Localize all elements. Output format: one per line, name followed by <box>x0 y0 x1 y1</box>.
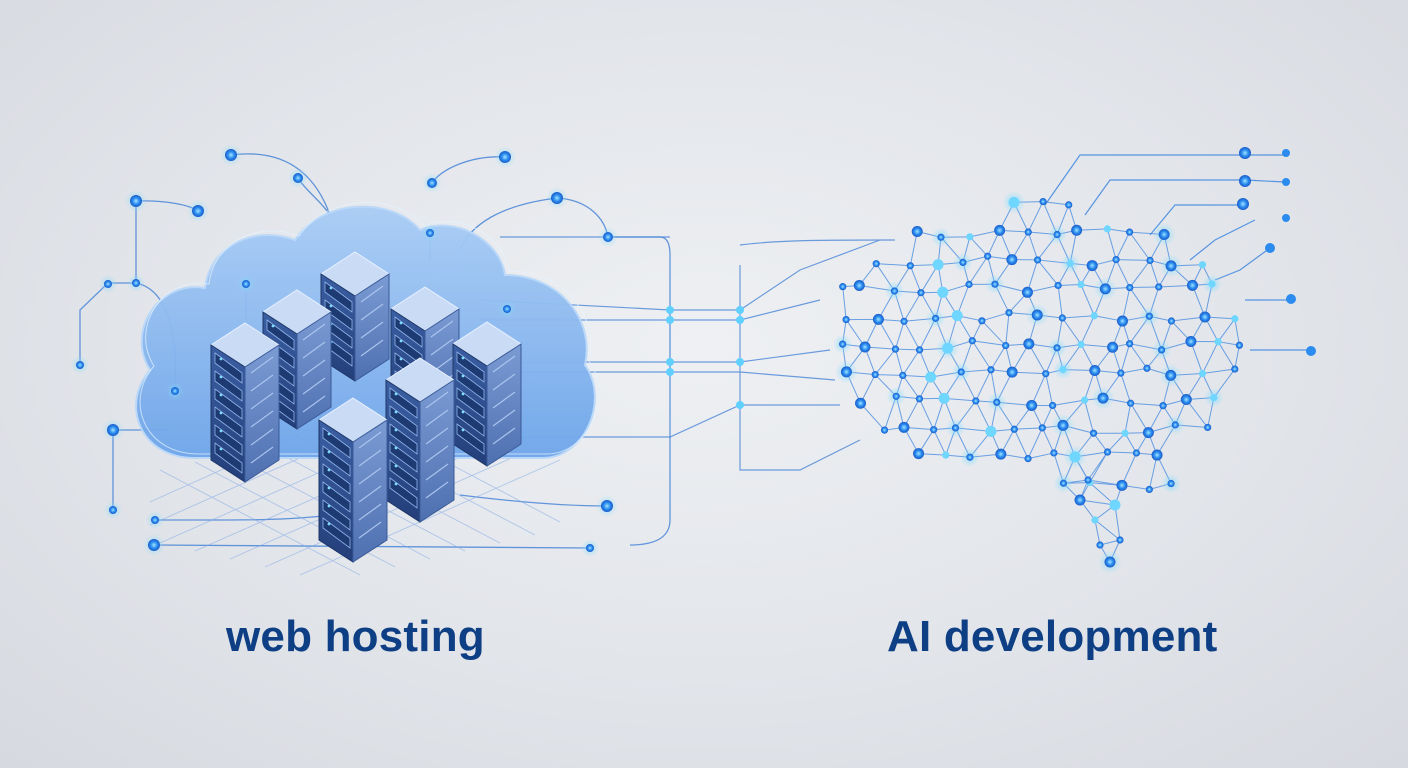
server-rack-6 <box>385 357 455 523</box>
server-rack-5 <box>452 321 522 467</box>
web-hosting-label: web hosting <box>226 612 485 661</box>
right-output-nodes <box>1237 147 1316 356</box>
neural-brain-icon <box>833 154 1310 574</box>
left-network-nodes <box>71 144 618 557</box>
ai-development-label: AI development <box>887 612 1218 661</box>
server-rack-icons <box>210 251 522 563</box>
server-rack-7 <box>318 397 388 563</box>
server-rack-4 <box>210 322 280 483</box>
left-circuit-lines <box>79 153 671 549</box>
bridge-nodes <box>666 306 744 409</box>
